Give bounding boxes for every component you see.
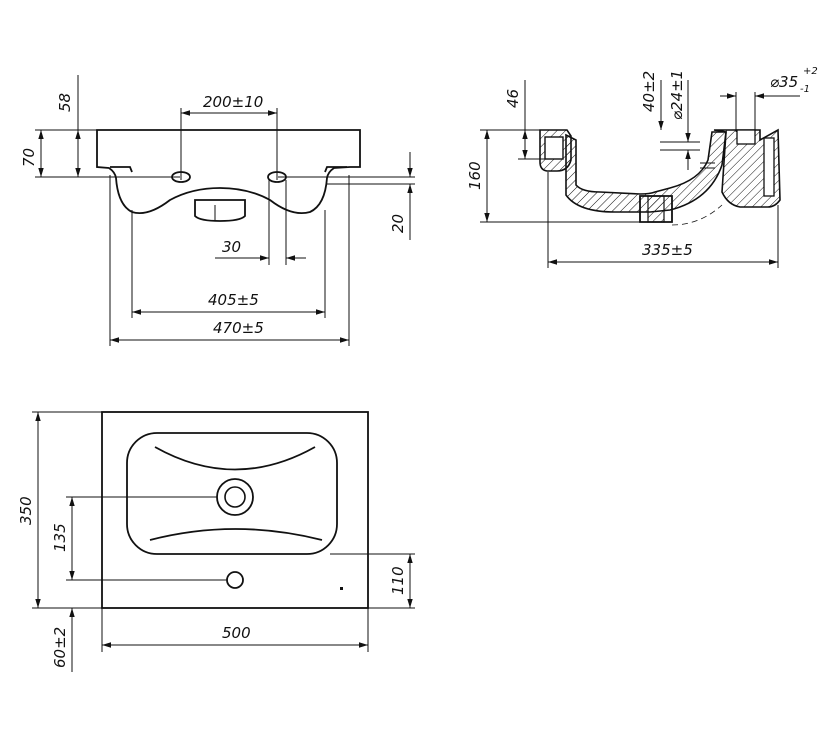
top-view: 350 135 60±2 110 500 [17,411,415,672]
dim-35-tol-plus: +2 [803,66,818,77]
front-drain-outlet [194,199,246,222]
dim-110-label: 110 [389,566,407,595]
front-overflow-slot-left [110,166,133,173]
dim-405-label: 405±5 [208,291,259,309]
dim-470-label: 470±5 [213,319,264,337]
dim-40-label: 40±2 [640,71,658,112]
dim-335-label: 335±5 [642,241,693,259]
front-basin-outline [96,129,361,215]
front-overflow-slot-right [324,166,347,173]
dim-30-label: 30 [222,238,241,256]
dim-200-label: 200±10 [203,93,263,111]
dim-46-label: 46 [504,89,522,108]
top-tap-hole [226,571,244,589]
dim-20-label: 20 [389,214,407,233]
side-bottom-dashed [671,204,723,226]
dim-350-label: 350 [17,496,35,525]
dim-160-label: 160 [466,161,484,190]
side-tap-channel [763,137,775,197]
dim-24-label: ⌀24±1 [668,70,686,120]
dim-58-label: 58 [56,93,74,112]
top-drain-inner [224,486,246,508]
dim-60-label: 60±2 [51,627,69,668]
dim-500-label: 500 [222,624,251,642]
side-drain-bore [647,195,665,223]
side-section-bowl [565,131,727,213]
top-mark-dot [340,587,343,590]
dim-135-label: 135 [51,523,69,552]
side-view: 46 160 40±2 ⌀24±1 ⌀35 +2 -1 335±5 [466,66,818,268]
dim-35-tol-minus: -1 [800,84,810,95]
front-view: 58 70 200±10 20 30 405±5 470±5 [20,75,415,346]
side-rim-cavity [544,136,564,160]
top-bowl-front-curve [149,528,323,541]
top-bowl-back-curve [154,446,316,471]
dim-70-label: 70 [20,148,38,167]
dim-35-label: ⌀35 [770,73,798,91]
side-overflow-channel [736,129,756,145]
